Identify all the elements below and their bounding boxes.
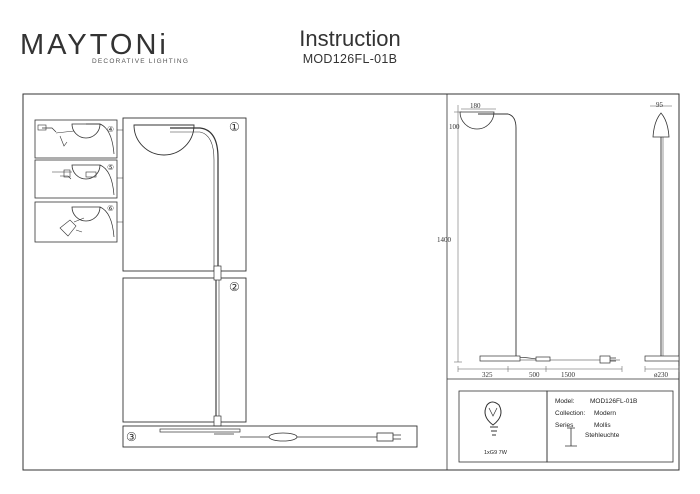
dim-side-width: 95	[656, 101, 663, 109]
outer-frame	[22, 93, 680, 471]
step-number-5: ⑤	[107, 163, 114, 172]
step-number-3: ③	[126, 430, 137, 444]
dim-cord-b: 1500	[561, 371, 575, 379]
arm-drawing	[170, 127, 219, 271]
bulb-icon	[484, 401, 502, 436]
step-panel-3	[122, 425, 418, 448]
step-panel-2	[122, 277, 247, 423]
floor-lamp-icon	[565, 427, 577, 447]
spec-table	[447, 378, 679, 463]
dimension-side-view	[644, 105, 680, 372]
inset-panel-4	[34, 119, 118, 159]
foot-switch-drawing	[268, 432, 298, 442]
step-panel-1	[122, 117, 247, 272]
inset-panel-6	[34, 201, 118, 243]
step-number-6: ⑥	[107, 204, 114, 213]
spec-series-label: Series	[555, 422, 574, 429]
spec-model-value: MOD126FL-01B	[590, 398, 638, 405]
spec-collection-label: Collection:	[555, 410, 586, 417]
inset-panel-5	[34, 159, 118, 199]
step-number-4: ④	[107, 125, 114, 134]
spec-collection-value: Modern	[594, 410, 617, 417]
brand-name: MAYTONi	[20, 29, 169, 61]
plug-drawing	[376, 432, 394, 442]
spec-series-value: Mollis	[594, 422, 611, 429]
shade-drawing	[133, 124, 195, 156]
document-title: Instruction	[299, 26, 401, 51]
dim-shade-width: 180	[470, 102, 481, 110]
dim-shade-height: 100	[449, 123, 460, 131]
dim-base-offset: 325	[482, 371, 493, 379]
spec-model-label: Model:	[555, 398, 575, 405]
model-number: MOD126FL-01B	[302, 52, 398, 66]
document-header: Instruction MOD126FL-01B	[0, 26, 700, 67]
dim-cord-a: 500	[529, 371, 540, 379]
step-number-2: ②	[229, 280, 240, 294]
brand-logo: MAYTONi DECORATIVE LIGHTING	[20, 30, 189, 65]
brand-tagline: DECORATIVE LIGHTING	[92, 58, 190, 65]
bulb-spec: 1xG9 7W	[484, 450, 507, 456]
spec-type-value: Stehleuchte	[585, 432, 620, 439]
dim-base-diameter: ø230	[654, 371, 668, 379]
dim-height: 1400	[437, 236, 451, 244]
step-number-1: ①	[229, 120, 240, 134]
dimension-front-view	[454, 105, 623, 372]
